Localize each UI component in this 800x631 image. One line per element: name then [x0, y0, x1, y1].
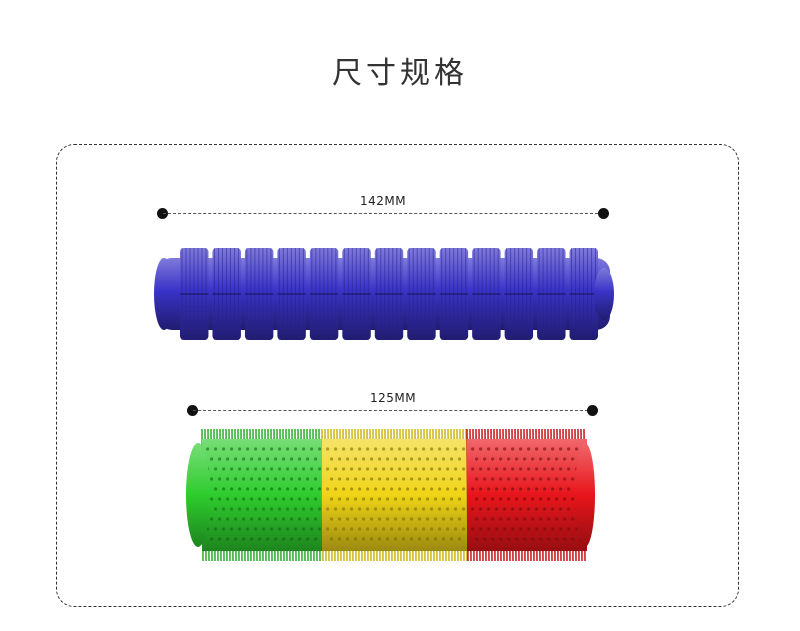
dimension-line-2: [193, 410, 593, 411]
tricolor-spiky-roller-image: [186, 428, 595, 562]
dimension-line-1: [163, 213, 603, 214]
dimension-label-1: 142MM: [359, 194, 407, 208]
blue-spiky-roller-image: [154, 248, 614, 340]
dimension-end-dot-1: [598, 208, 609, 219]
size-spec-frame: [56, 144, 739, 607]
dimension-end-dot-2: [587, 405, 598, 416]
roller-color-segment: [322, 439, 467, 551]
roller-color-segment: [467, 439, 587, 551]
roller-color-segment: [202, 439, 322, 551]
dimension-label-2: 125MM: [369, 391, 417, 405]
dimension-start-dot-2: [187, 405, 198, 416]
dimension-start-dot-1: [157, 208, 168, 219]
page-title: 尺寸规格: [332, 56, 468, 91]
